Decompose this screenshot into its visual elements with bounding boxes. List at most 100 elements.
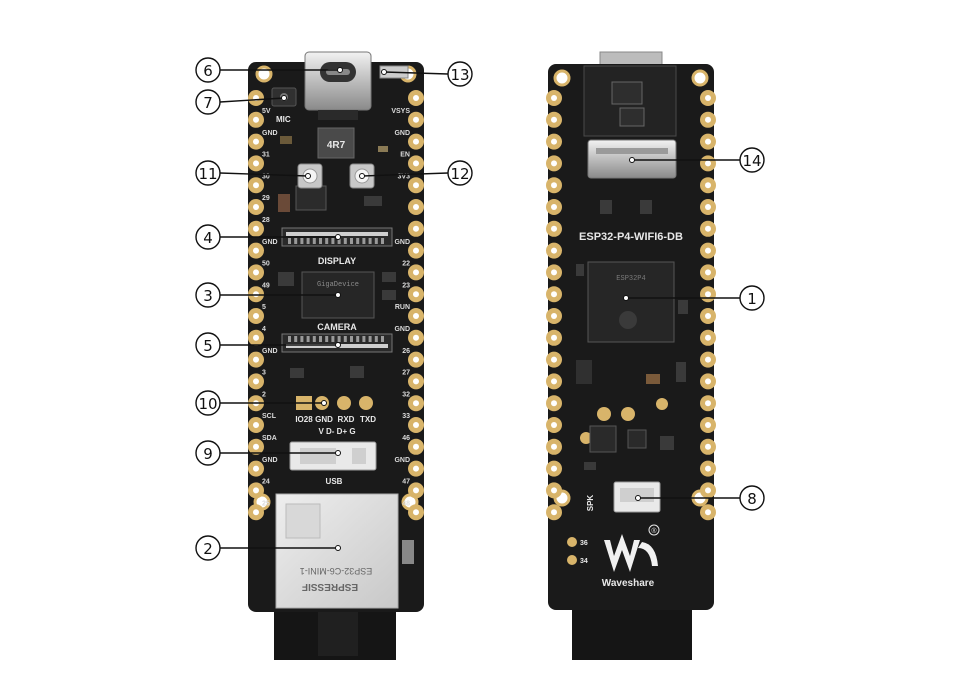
back-right-pad — [700, 373, 716, 390]
back-left-pad — [546, 460, 562, 477]
back-left-pin-header — [546, 90, 562, 521]
uart-pin-label: GND — [315, 415, 333, 424]
callout-number: 3 — [203, 287, 213, 305]
front-right-pad — [408, 308, 424, 324]
back-right-pad — [700, 177, 716, 194]
pin-label: 30 — [262, 173, 270, 180]
callout-3: 3 — [195, 282, 341, 308]
front-right-pad — [408, 482, 424, 499]
back-right-pad — [700, 286, 716, 303]
back-left-pad — [546, 438, 562, 455]
pin-label: EN — [400, 152, 410, 159]
front-right-pad — [408, 90, 424, 106]
display-label: DISPLAY — [318, 256, 356, 266]
back-right-pad — [700, 111, 716, 128]
callout-number: 5 — [203, 337, 213, 355]
back-right-pad — [700, 90, 716, 106]
front-left-pad — [248, 504, 264, 521]
module-brand-label: ESPRESSIF — [302, 581, 358, 592]
callout-13: 13 — [381, 61, 473, 87]
front-right-pad — [408, 286, 424, 303]
pin-label: 46 — [402, 435, 410, 442]
callout-number: 11 — [198, 165, 217, 183]
front-left-pad — [248, 329, 264, 346]
back-right-pad — [700, 460, 716, 477]
callout-2: 2 — [195, 535, 341, 561]
uart-pin-label: RXD — [338, 415, 355, 424]
callout-14: 14 — [629, 147, 765, 173]
registered-mark: ® — [651, 527, 657, 535]
pin-label: GND — [394, 326, 410, 333]
front-right-pad — [408, 155, 424, 172]
callout-10: 10 — [195, 390, 327, 416]
front-right-pad — [408, 460, 424, 477]
pin-label: 31 — [262, 152, 270, 159]
pin-label: GND — [262, 130, 278, 137]
back-left-pad — [546, 351, 562, 368]
back-left-pad — [546, 199, 562, 215]
pin-label: 22 — [402, 261, 410, 268]
pin-label: 28 — [262, 217, 270, 224]
front-left-pad — [248, 460, 264, 477]
pin-label: SCL — [262, 413, 277, 420]
pin-label: GND — [262, 239, 278, 246]
callout-9: 9 — [195, 440, 341, 466]
callout-number: 2 — [203, 540, 213, 558]
front-left-pad — [248, 220, 264, 237]
inductor — [317, 127, 355, 159]
back-right-pad — [700, 220, 716, 237]
pin-label: 47 — [402, 479, 410, 486]
pin-label: 3V3 — [398, 173, 411, 180]
back-left-pad — [546, 264, 562, 281]
callout-number: 13 — [450, 66, 469, 84]
front-left-pad — [248, 177, 264, 194]
pin-label: 48 — [402, 500, 410, 507]
back-left-pad — [546, 417, 562, 433]
pin-label: 27 — [402, 370, 410, 377]
callout-number: 10 — [198, 395, 217, 413]
front-right-pad — [408, 177, 424, 194]
camera-label: CAMERA — [317, 322, 357, 332]
callout-8: 8 — [635, 485, 765, 511]
front-right-pad — [408, 417, 424, 433]
front-left-pin-header — [248, 90, 264, 521]
front-left-pad — [248, 438, 264, 455]
usb-label: USB — [326, 477, 343, 486]
main-soc-chip: ESP32P4 — [587, 261, 675, 343]
pin-label: 50 — [262, 261, 270, 268]
back-board: ESP32-P4-WIFI6-DB ESP32P4 SPK 36 34 — [546, 51, 716, 660]
pin-label: SDA — [262, 435, 277, 442]
callout-number: 14 — [742, 152, 761, 170]
callout-number: 1 — [747, 290, 757, 308]
usb-pins-label: V D- D+ G — [318, 427, 355, 436]
module-model-label: ESP32-C6-MINI-1 — [300, 566, 373, 576]
back-right-pad — [700, 395, 716, 412]
pin-label: 5V — [262, 108, 271, 115]
front-right-pad — [408, 220, 424, 237]
back-left-pad — [546, 373, 562, 390]
front-left-pad — [248, 373, 264, 390]
board-title: ESP32-P4-WIFI6-DB — [579, 231, 683, 243]
flash-chip-marking: GigaDevice — [317, 281, 359, 289]
pin-label: 32 — [402, 391, 410, 398]
pin-label: 3 — [262, 370, 266, 377]
pin-label: 2 — [262, 391, 266, 398]
front-left-pad — [248, 264, 264, 281]
back-left-pad — [546, 220, 562, 237]
pin-label: 5 — [262, 304, 266, 311]
back-right-pad — [700, 482, 716, 499]
wifi-module: ESP32-C6-MINI-1 ESPRESSIF — [275, 493, 399, 609]
pin-label: 26 — [402, 348, 410, 355]
front-left-pad — [248, 286, 264, 303]
back-right-pad — [700, 264, 716, 281]
back-antenna-extension — [572, 602, 692, 660]
pin-label: GND — [394, 239, 410, 246]
back-right-pad — [700, 329, 716, 346]
back-right-pad — [700, 504, 716, 521]
front-right-pad — [408, 133, 424, 150]
callout-6: 6 — [195, 57, 343, 83]
back-left-pad — [546, 482, 562, 499]
front-right-pad — [408, 395, 424, 412]
pin-label: GND — [262, 348, 278, 355]
front-right-pin-labels: VSYSGNDEN3V3GND2223RUNGND2627323346GND47… — [391, 108, 410, 507]
